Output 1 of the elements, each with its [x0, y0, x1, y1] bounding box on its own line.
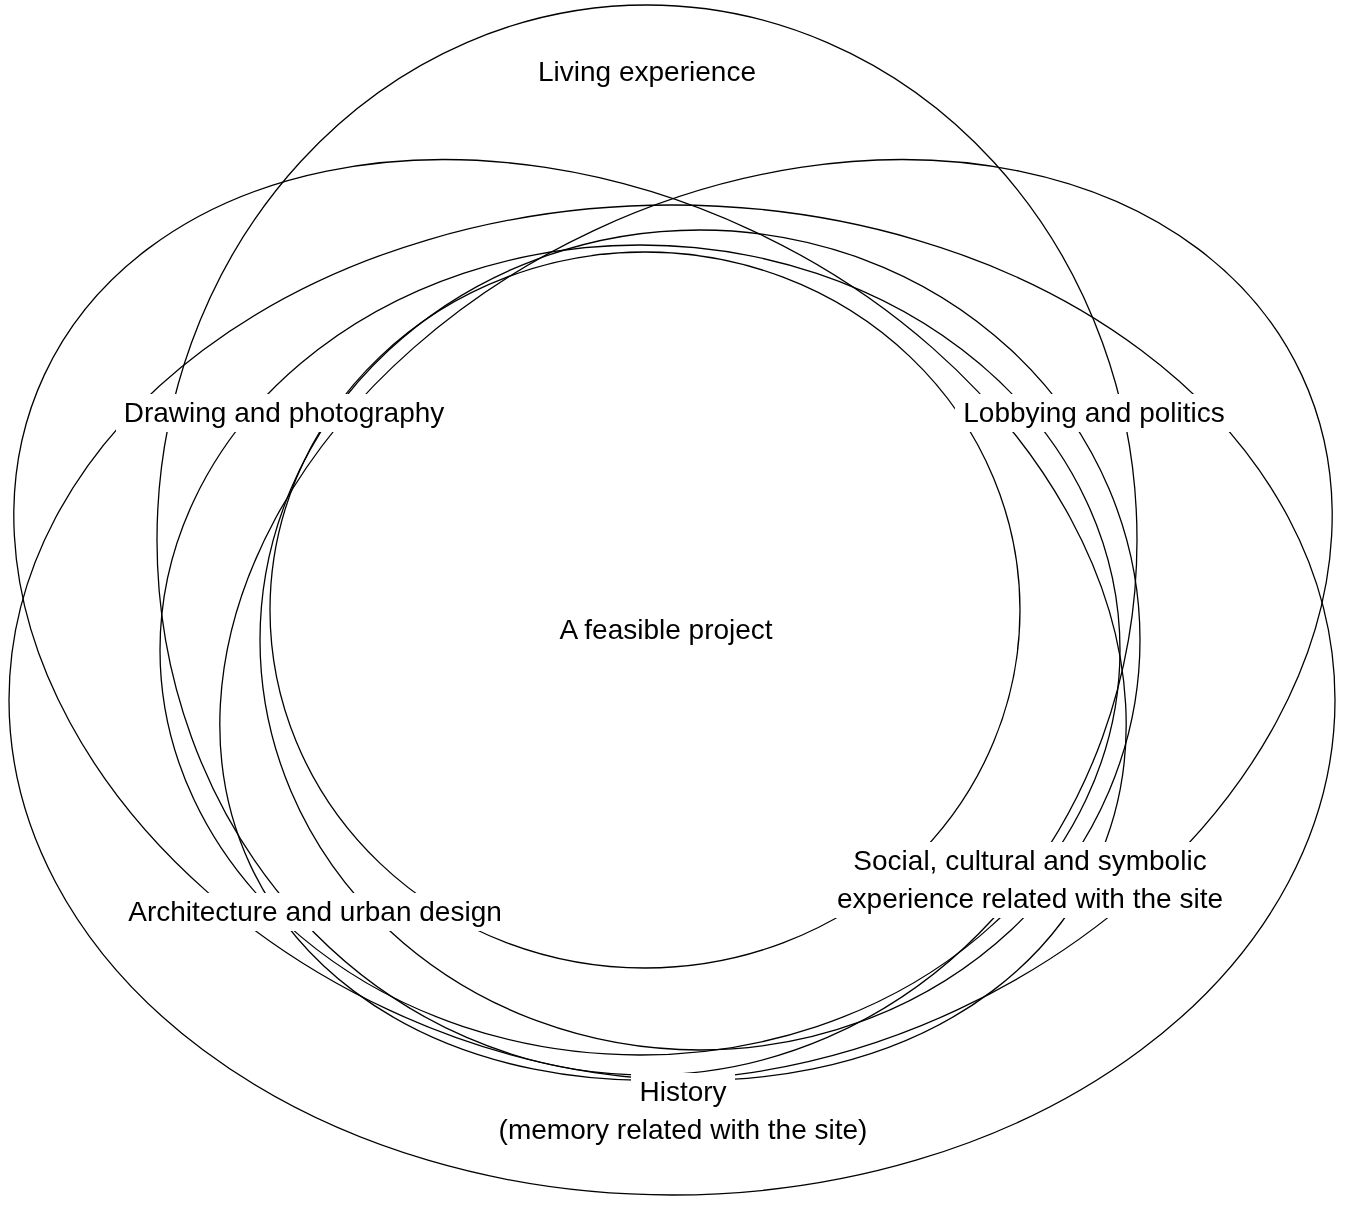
ellipse-label: Lobbying and politics: [955, 394, 1233, 432]
